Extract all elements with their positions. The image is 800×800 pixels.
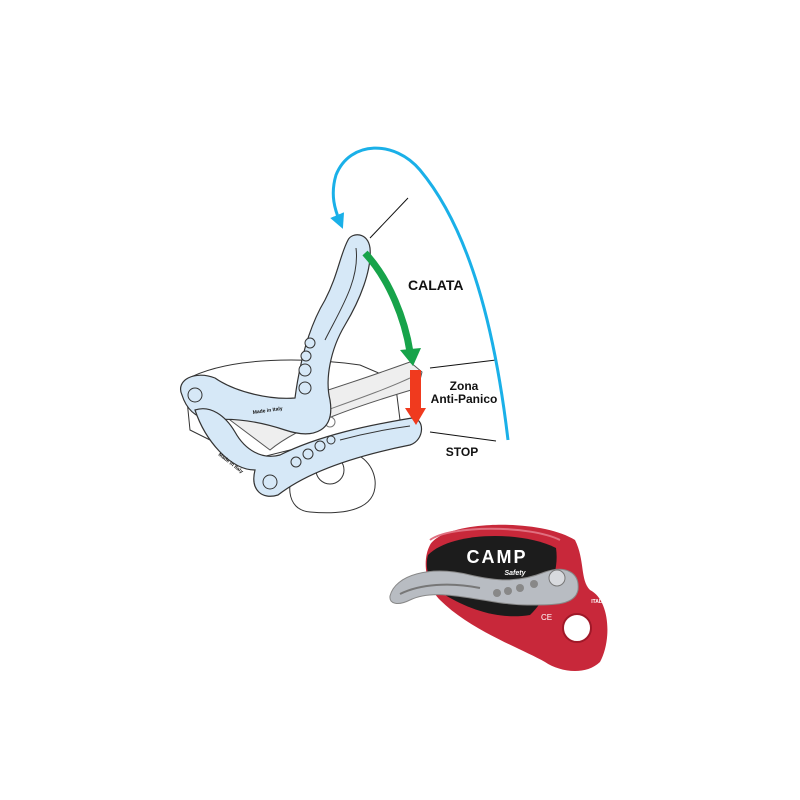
lever-lower-position: Made in Italy (194, 408, 423, 497)
label-anti-panico: Anti-Panico (431, 392, 498, 406)
label-zona: Zona (450, 379, 479, 393)
origin-mark: ITALY (591, 599, 605, 605)
lever-upper-position: Made in Italy (179, 234, 371, 435)
label-stop: STOP (446, 445, 478, 459)
ce-mark: CE (541, 613, 552, 622)
loop-arrow (330, 146, 510, 441)
label-calata: CALATA (408, 277, 463, 293)
made-in-italy-engraving: Made in Italy (252, 406, 283, 416)
lowering-arrow (362, 250, 421, 366)
brand-sub-logo: Safety (504, 570, 526, 577)
anti-panic-arrow (405, 370, 426, 425)
leader-lines (369, 197, 497, 442)
product-photo: CAMP Safety CE ITALY (389, 524, 608, 672)
brand-logo: CAMP (467, 547, 528, 567)
